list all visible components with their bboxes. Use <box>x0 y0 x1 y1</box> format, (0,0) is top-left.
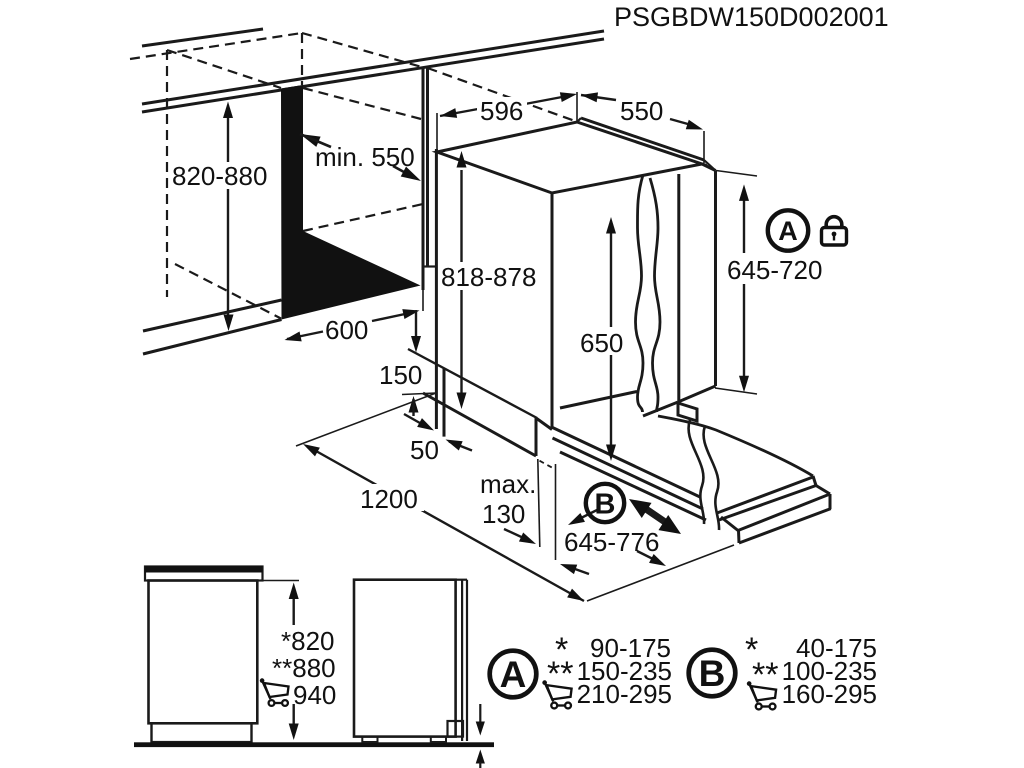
svg-text:650: 650 <box>580 328 623 358</box>
svg-text:210-295: 210-295 <box>577 679 672 709</box>
svg-text:B: B <box>699 653 726 694</box>
svg-text:160-295: 160-295 <box>782 679 877 709</box>
svg-text:max.: max. <box>480 469 536 499</box>
svg-text:A: A <box>778 216 798 246</box>
svg-text:**880: **880 <box>272 653 336 683</box>
svg-text:*: * <box>745 631 758 669</box>
svg-text:940: 940 <box>293 680 336 710</box>
svg-text:600: 600 <box>325 315 368 345</box>
svg-text:596: 596 <box>480 96 523 126</box>
svg-text:100-235: 100-235 <box>782 656 877 686</box>
svg-text:818-878: 818-878 <box>441 262 536 292</box>
svg-text:90-175: 90-175 <box>590 633 671 663</box>
svg-text:B: B <box>595 488 616 520</box>
svg-text:645-720: 645-720 <box>727 255 822 285</box>
svg-text:40-175: 40-175 <box>796 633 877 663</box>
svg-text:150: 150 <box>379 360 422 390</box>
svg-text:PSGBDW150D002001: PSGBDW150D002001 <box>614 2 889 32</box>
svg-text:min. 550: min. 550 <box>315 142 415 172</box>
svg-text:*: * <box>555 631 568 669</box>
svg-text:130: 130 <box>482 499 525 529</box>
svg-text:150-235: 150-235 <box>577 656 672 686</box>
svg-text:1200: 1200 <box>360 484 418 514</box>
svg-text:50: 50 <box>410 435 439 465</box>
svg-text:645-776: 645-776 <box>564 527 659 557</box>
svg-text:*820: *820 <box>281 626 335 656</box>
svg-text:820-880: 820-880 <box>172 161 267 191</box>
svg-text:550: 550 <box>620 96 663 126</box>
svg-text:A: A <box>500 654 527 695</box>
